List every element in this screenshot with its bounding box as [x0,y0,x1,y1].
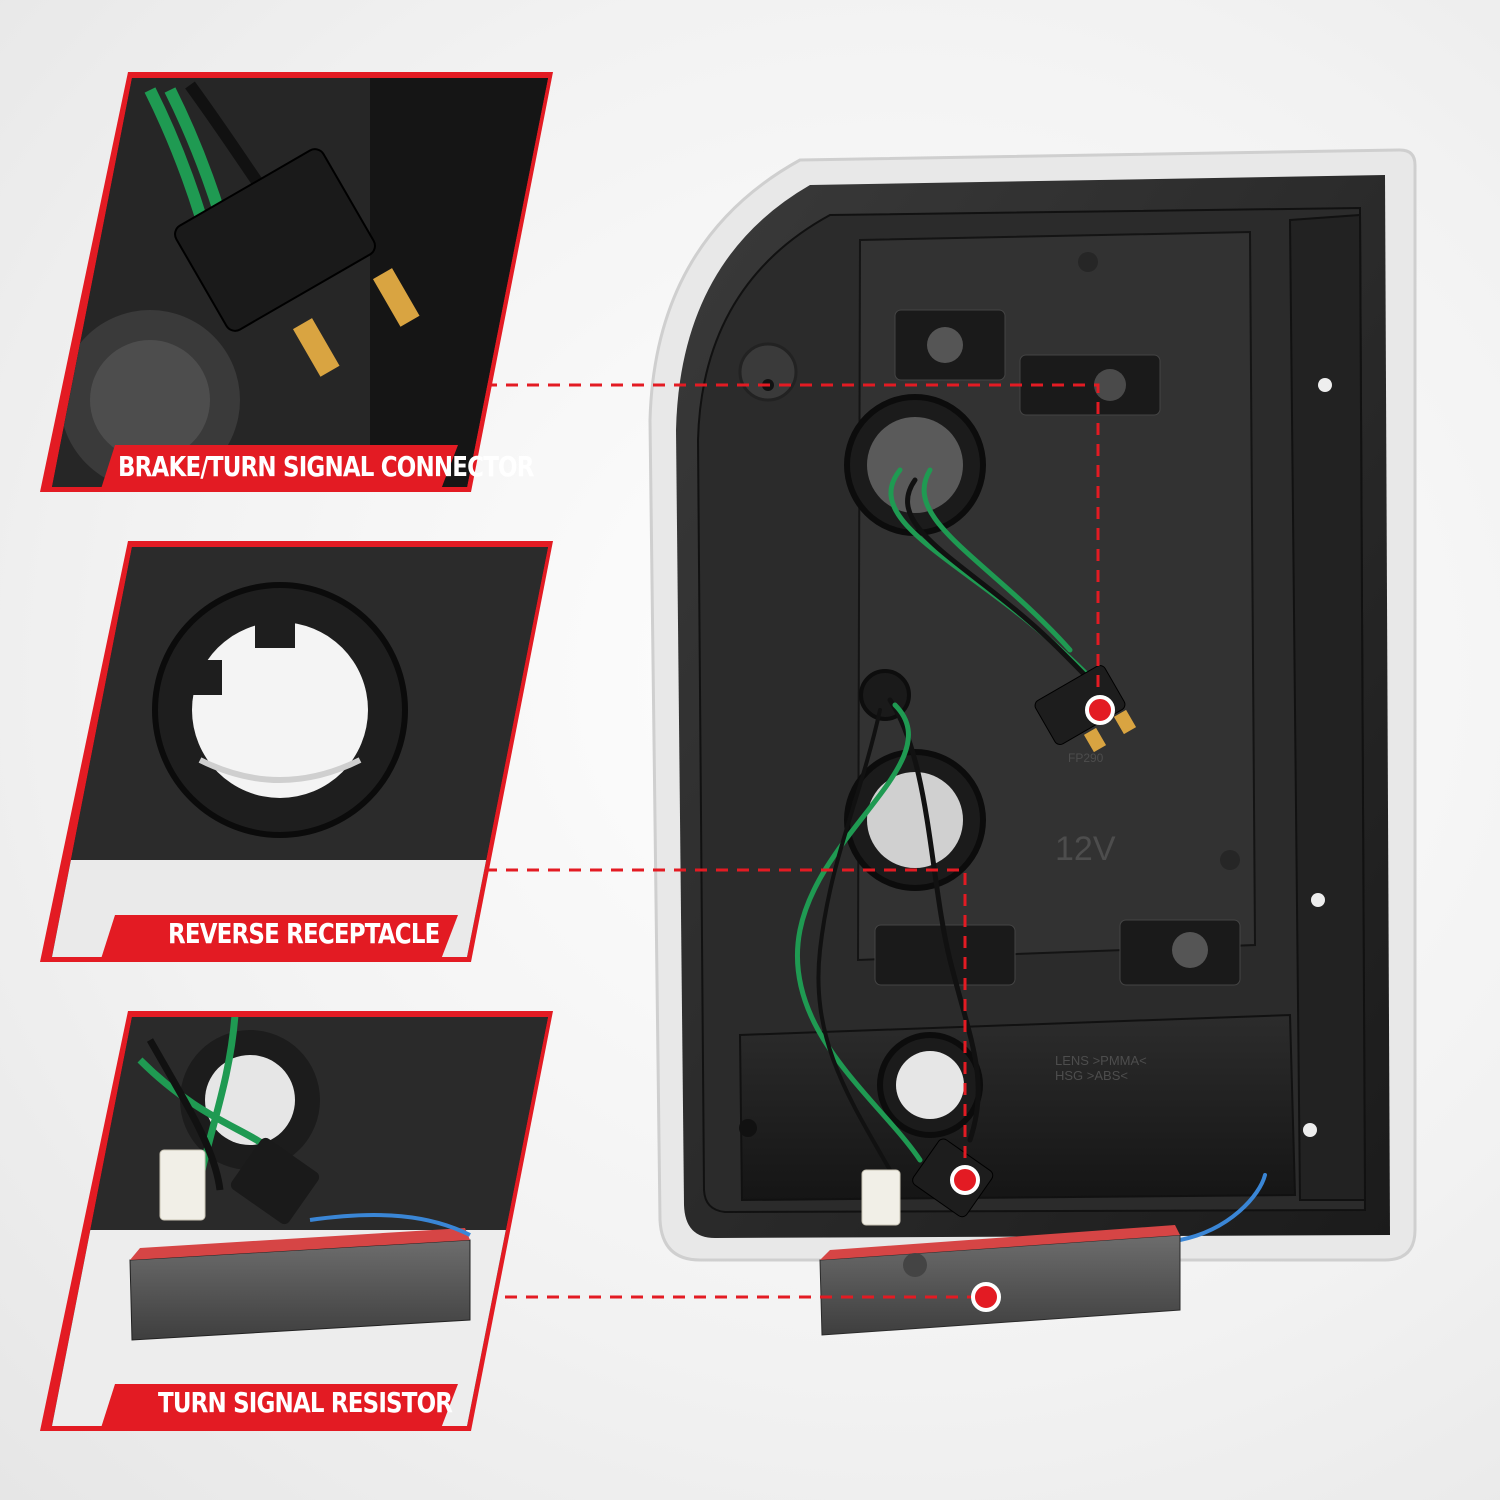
callout-panel-connector [40,72,553,492]
part-code-marking: FP290 [1068,751,1104,765]
voltage-marking: 12V [1055,830,1116,868]
callout-markers [950,695,1115,1312]
housing-material-marking: HSG >ABS< [1055,1068,1128,1083]
callout-leader-lines [485,383,1100,1299]
mounting-studs [738,252,1332,1137]
callout-panel-resistor [40,1011,553,1431]
lens-material-marking: LENS >PMMA< [1055,1053,1147,1068]
callout-panel-receptacle [40,541,553,962]
callout-label-resistor: TURN SIGNAL RESISTOR [158,1386,453,1419]
housing-markings: 12V FP290 LENS >PMMA< HSG >ABS< [1055,751,1147,1083]
callout-label-connector: BRAKE/TURN SIGNAL CONNECTOR [118,450,534,483]
turn-signal-resistor [819,1225,1181,1336]
signal-connector [1034,665,1137,753]
tail-light-housing [648,148,1417,1262]
callout-label-receptacle: REVERSE RECEPTACLE [168,917,440,950]
